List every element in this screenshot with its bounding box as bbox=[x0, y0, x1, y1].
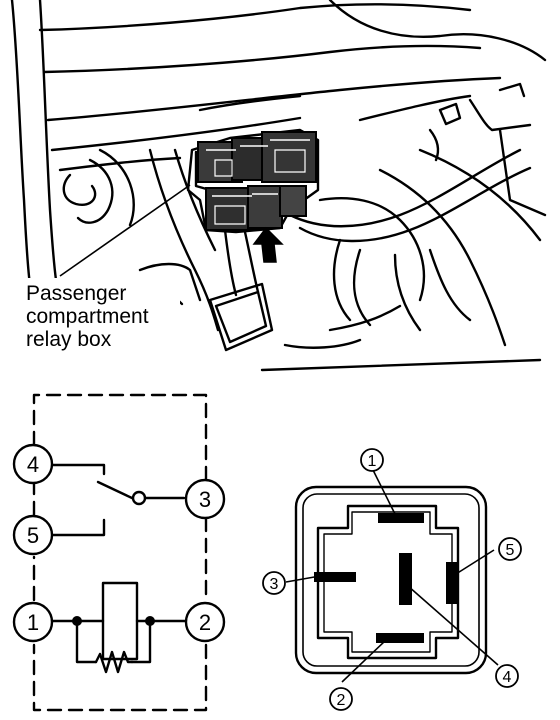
relay-base-pin-2: 2 bbox=[329, 687, 353, 711]
caption-leader-line bbox=[59, 184, 191, 277]
coil-resistor bbox=[94, 650, 134, 674]
relay-coil bbox=[101, 581, 139, 661]
relay-base-pin-4: 4 bbox=[495, 664, 519, 688]
switch-blade bbox=[96, 480, 134, 500]
schematic-pin-1: 1 bbox=[12, 601, 54, 643]
svg-text:5: 5 bbox=[27, 523, 39, 548]
caption-line-1: Passenger bbox=[26, 282, 126, 305]
relay-base-pin-1: 1 bbox=[360, 448, 384, 472]
schematic-pin-5: 5 bbox=[12, 514, 54, 556]
svg-text:2: 2 bbox=[337, 692, 346, 709]
caption-line-3: relay box bbox=[26, 328, 112, 351]
svg-text:3: 3 bbox=[199, 487, 211, 512]
relay-base-terminals bbox=[314, 513, 458, 643]
schematic-housing-outline bbox=[32, 393, 208, 712]
relay-base-pin-3: 3 bbox=[262, 571, 286, 595]
svg-text:1: 1 bbox=[27, 610, 39, 635]
schematic-pin-3: 3 bbox=[184, 478, 226, 520]
svg-text:3: 3 bbox=[270, 576, 279, 593]
svg-text:1: 1 bbox=[368, 453, 377, 470]
relay-blocks bbox=[197, 131, 317, 231]
relay-schematic bbox=[32, 393, 208, 712]
svg-text:2: 2 bbox=[199, 610, 211, 635]
relay-base-face bbox=[316, 504, 460, 660]
schematic-pin-4: 4 bbox=[12, 443, 54, 485]
svg-text:5: 5 bbox=[506, 542, 515, 559]
relay-location-arrow bbox=[252, 226, 284, 263]
svg-text:4: 4 bbox=[503, 669, 512, 686]
svg-text:4: 4 bbox=[27, 452, 39, 477]
relay-base-pin-5: 5 bbox=[498, 537, 522, 561]
dashboard-illustration bbox=[10, 0, 547, 372]
schematic-pin-2: 2 bbox=[184, 601, 226, 643]
caption-line-2: compartment bbox=[26, 305, 149, 328]
